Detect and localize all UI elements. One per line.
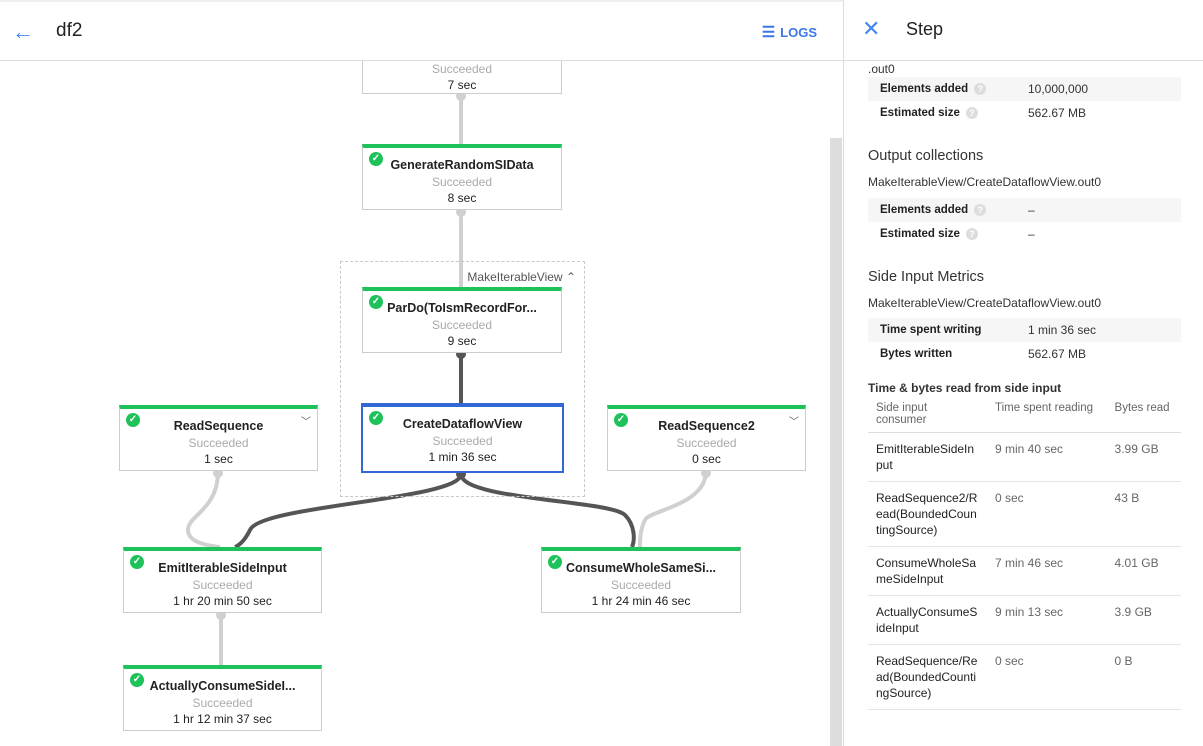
help-icon[interactable]: ? — [974, 204, 987, 216]
column-header: Time spent reading — [987, 397, 1107, 433]
check-circle-icon: ✓ — [614, 413, 628, 427]
side-input-table: Side input consumer Time spent reading B… — [868, 397, 1181, 710]
metric-row: Estimated size?– — [880, 227, 1035, 241]
check-circle-icon: ✓ — [369, 152, 383, 166]
check-circle-icon: ✓ — [130, 673, 144, 687]
graph-node[interactable]: ✓ GenerateRandomSIData Succeeded 8 sec — [362, 144, 562, 210]
pipeline-graph: MakeIterableView ⌃ Succeeded 7 sec ✓ Gen… — [119, 44, 806, 731]
arrow-back-icon[interactable]: ← — [12, 19, 34, 44]
edge — [234, 473, 463, 549]
chevron-down-icon[interactable]: ﹀ — [789, 417, 799, 428]
edge — [638, 470, 708, 548]
close-icon[interactable]: ✕ — [862, 16, 881, 41]
metric-row: Elements added?– — [868, 198, 1181, 222]
metric-row: Elements added?10,000,000 — [868, 77, 1181, 101]
chevron-down-icon[interactable]: ﹀ — [301, 417, 311, 428]
panel-header: ✕ Step — [844, 0, 1203, 61]
graph-node[interactable]: ✓ ActuallyConsumeSideI... Succeeded 1 hr… — [123, 665, 322, 731]
step-panel: ✕ Step .out0 Elements added?10,000,000 E… — [843, 0, 1203, 746]
check-circle-icon: ✓ — [548, 555, 562, 569]
edge — [459, 473, 636, 548]
table-heading: Time & bytes read from side input — [868, 381, 1062, 395]
panel-title: Step — [906, 19, 944, 39]
output-collection-name: MakeIterableView/CreateDataflowView.out0 — [868, 175, 1102, 189]
table-row: ReadSequence2/Read(BoundedCountingSource… — [868, 481, 1181, 547]
section-heading: Side Input Metrics — [868, 269, 985, 285]
graph-area: MakeIterableView ⌃ Succeeded 7 sec ✓ Gen… — [0, 0, 843, 746]
chevron-up-icon[interactable]: ⌃ — [565, 270, 576, 284]
graph-node[interactable]: ✓ ConsumeWholeSameSi... Succeeded 1 hr 2… — [541, 547, 741, 613]
metric-row: Estimated size?562.67 MB — [880, 106, 1087, 120]
graph-node[interactable]: ✓ ParDo(ToIsmRecordFor... Succeeded 9 se… — [362, 287, 562, 353]
input-collection-name: .out0 — [868, 62, 895, 76]
column-header: Side input consumer — [868, 397, 987, 433]
help-icon[interactable]: ? — [965, 228, 978, 240]
graph-node-selected[interactable]: ✓ CreateDataflowView Succeeded 1 min 36 … — [361, 403, 564, 473]
graph-node[interactable]: ✓ ﹀ ReadSequence Succeeded 1 sec — [119, 405, 318, 471]
edge — [185, 470, 221, 549]
group-label: MakeIterableView — [467, 270, 563, 284]
graph-node[interactable]: ✓ EmitIterableSideInput Succeeded 1 hr 2… — [123, 547, 322, 613]
side-input-name: MakeIterableView/CreateDataflowView.out0 — [868, 296, 1102, 310]
logs-button[interactable]: ☰ LOGS — [761, 24, 817, 41]
help-icon[interactable]: ? — [965, 107, 978, 119]
check-circle-icon: ✓ — [369, 295, 383, 309]
scrollbar[interactable] — [830, 138, 842, 746]
graph-node[interactable]: ✓ ﹀ ReadSequence2 Succeeded 0 sec — [607, 405, 806, 471]
check-circle-icon: ✓ — [369, 411, 383, 425]
check-circle-icon: ✓ — [130, 555, 144, 569]
column-header: Bytes read — [1106, 397, 1181, 433]
job-title: df2 — [56, 20, 83, 41]
check-circle-icon: ✓ — [126, 413, 140, 427]
help-icon[interactable]: ? — [974, 83, 987, 95]
section-heading: Output collections — [868, 148, 984, 164]
group-makeiterableview[interactable]: MakeIterableView ⌃ — [340, 261, 585, 497]
top-bar: ← df2 ☰ LOGS — [0, 0, 843, 61]
table-row: ReadSequence/Read(BoundedCountingSource)… — [868, 644, 1181, 710]
list-icon: ☰ — [761, 24, 776, 41]
